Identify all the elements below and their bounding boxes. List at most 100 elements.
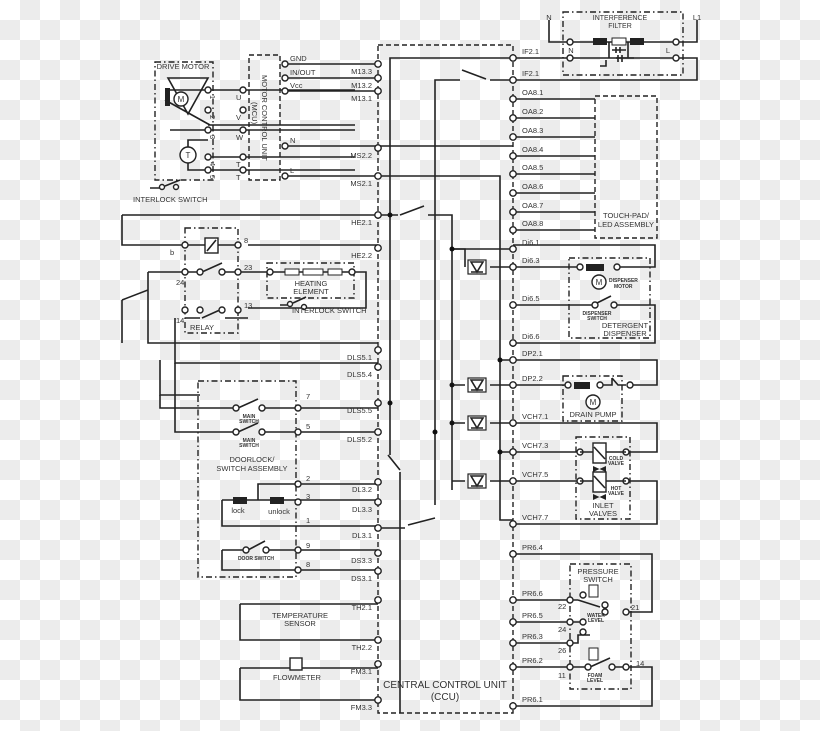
label: FOAM <box>588 673 603 679</box>
ccu-terminal <box>374 211 382 219</box>
ccu-pin-label: TH2.2 <box>352 643 372 652</box>
ccu-terminal <box>509 54 517 62</box>
label: DRIVE MOTOR <box>157 62 210 71</box>
label: VALVE <box>608 491 625 497</box>
ccu-pin-label: IF2.1 <box>522 47 539 56</box>
ccu-pin-label: HE2.2 <box>351 251 372 260</box>
mcu-pin-label: T <box>236 173 241 182</box>
mcu-pin-label: N <box>290 136 295 145</box>
ccu-pin-label: TH2.1 <box>352 603 372 612</box>
label: 21 <box>631 603 639 612</box>
ccu-pin-label: VCH7.7 <box>522 513 548 522</box>
filter-pin-n: N <box>568 46 573 55</box>
label: HOT <box>611 486 622 492</box>
motor-pin-label: 4 <box>208 162 217 166</box>
label: DISPENSER <box>609 278 638 284</box>
label: 3 <box>306 492 310 501</box>
label: 24 <box>176 278 184 287</box>
ccu-terminal <box>509 152 517 160</box>
ccu-terminal <box>509 702 517 710</box>
label: DOORLOCK/ <box>229 455 275 464</box>
drain-pump: M DRAIN PUMP <box>562 375 634 422</box>
ccu-pin-label: PR6.1 <box>522 695 543 704</box>
ccu-terminal <box>509 477 517 485</box>
label: 5 <box>306 422 310 431</box>
ccu-pin-label: Di6.5 <box>522 294 540 303</box>
ccu-terminal <box>509 263 517 271</box>
label: PRESSURE <box>577 567 618 576</box>
motor-icon <box>173 91 189 107</box>
ccu-terminal <box>509 596 517 604</box>
motor-terminal <box>204 166 212 174</box>
label: COLD <box>609 456 624 462</box>
label: 1 <box>306 516 310 525</box>
ccu-terminal <box>374 549 382 557</box>
motor-pin-label: 2 <box>208 115 217 119</box>
label: 23 <box>244 263 252 272</box>
ccu-pin-label: DLS5.1 <box>347 353 372 362</box>
ccu-pin-label: Di6.1 <box>522 238 540 247</box>
ccu-pin-label: FM3.1 <box>351 667 372 676</box>
ccu-subtitle: (CCU) <box>431 692 459 703</box>
mcu-terminal <box>281 60 289 68</box>
ccu-pin-label: OA8.7 <box>522 201 543 210</box>
mcu-pin-label: U <box>236 93 241 102</box>
motor-pin-label: 1 <box>208 95 217 99</box>
ccu-terminal <box>509 381 517 389</box>
ccu-pin-label: DL3.1 <box>352 531 372 540</box>
ccu-pin-label: OA8.6 <box>522 182 543 191</box>
label: INLET <box>592 501 614 510</box>
label: HEATING <box>295 279 328 288</box>
mcu-terminal <box>239 106 247 114</box>
ccu-pin-label: PR6.2 <box>522 656 543 665</box>
motor-interlock-label: INTERLOCK SWITCH <box>133 195 208 204</box>
motor-terminal <box>204 86 212 94</box>
ccu-pin-label: PR6.4 <box>522 543 543 552</box>
label: VALVE <box>608 461 625 467</box>
mcu-terminal <box>281 142 289 150</box>
label: 22 <box>558 602 566 611</box>
label: RELAY <box>190 323 214 332</box>
label: TEMPERATURE <box>272 611 328 620</box>
filter-title-2: FILTER <box>608 23 632 30</box>
interference-filter: N L1 INTERFERENCE FILTER N L <box>546 11 701 76</box>
ccu-terminal <box>509 208 517 216</box>
label: DISPENSER <box>583 311 612 317</box>
ccu-terminal <box>374 696 382 704</box>
ccu-terminal <box>509 618 517 626</box>
ccu-pin-label: VCH7.1 <box>522 412 548 421</box>
ccu-pin-label: DLS5.2 <box>347 435 372 444</box>
label: DRAIN PUMP <box>569 410 616 419</box>
ccu-terminal <box>374 60 382 68</box>
label: SENSOR <box>284 619 316 628</box>
ccu-pin-label: M13.3 <box>351 67 372 76</box>
flowmeter: FLOWMETER <box>273 657 322 682</box>
label: DOOR SWITCH <box>238 556 274 562</box>
label: TOUCH-PAD/ <box>603 211 650 220</box>
ccu-pin-label: DS3.3 <box>351 556 372 565</box>
label: MOTOR CONTROL UNIT <box>260 75 269 161</box>
label: MOTOR <box>614 284 633 290</box>
ccu-pin-label: VCH7.5 <box>522 470 548 479</box>
label: SWITCH <box>239 419 259 425</box>
label: M <box>178 95 185 104</box>
ccu-terminal <box>509 95 517 103</box>
ccu-terminal <box>509 448 517 456</box>
label: WATER <box>587 613 605 619</box>
motor-terminal <box>204 106 212 114</box>
ccu-box <box>377 44 514 714</box>
label: LEVEL <box>588 618 604 624</box>
ccu-terminal <box>509 189 517 197</box>
mains-l1-label: L1 <box>693 13 701 22</box>
label: MAIN <box>243 414 256 420</box>
label: 7 <box>306 392 310 401</box>
ccu-terminal <box>374 87 382 95</box>
label: 14 <box>636 659 644 668</box>
relay: b 8 23 24 13 14 RELAY <box>170 227 252 334</box>
dispenser-motor-icon <box>591 274 607 290</box>
label: DISPENSER <box>603 329 647 338</box>
ccu-terminal <box>374 478 382 486</box>
filter-title: INTERFERENCE <box>593 15 648 22</box>
